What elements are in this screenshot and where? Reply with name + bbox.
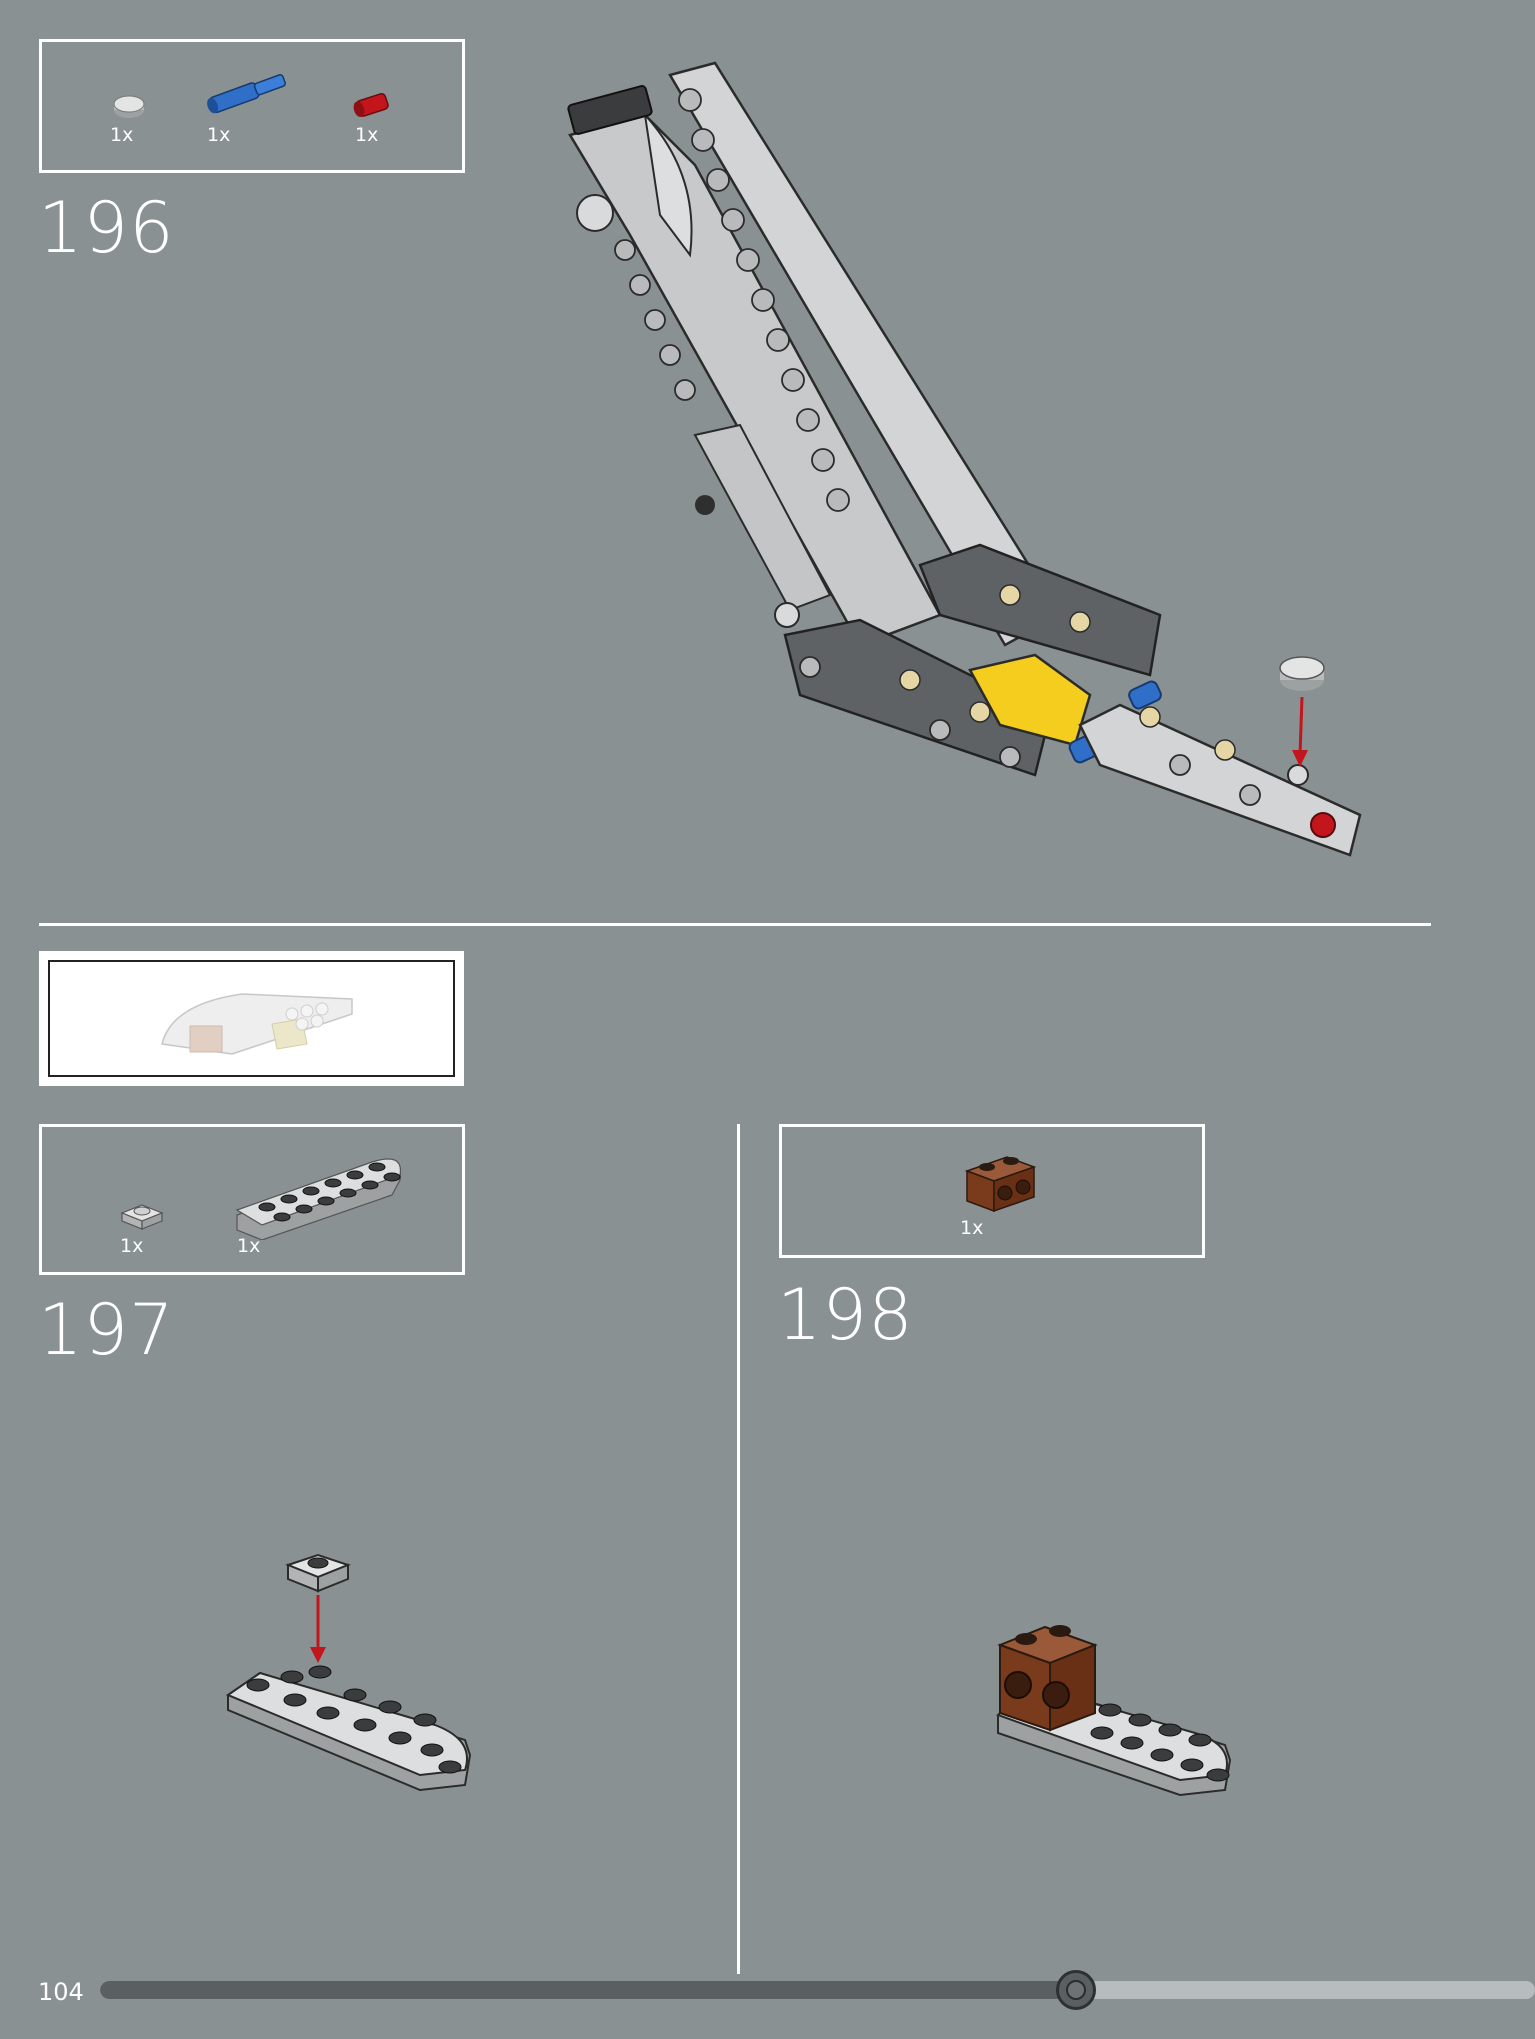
- part-qty: 1x: [960, 1217, 984, 1239]
- step-number-197: 197: [38, 1289, 175, 1371]
- step-198-parts-box: 1x: [779, 1124, 1205, 1258]
- callout-frame: [48, 960, 455, 1077]
- part-qty: 1x: [207, 124, 231, 146]
- step-197-model-illustration: [225, 1553, 472, 1792]
- step-198-model-illustration: [996, 1625, 1232, 1797]
- part-qty: 1x: [237, 1235, 261, 1257]
- round-tile-icon: [113, 95, 145, 118]
- red-axle-pin-icon: [353, 92, 389, 118]
- progress-bar: [100, 1981, 1535, 1999]
- progress-fill: [100, 1981, 1076, 1999]
- step-196-parts-box: 1x 1x 1x: [39, 39, 465, 173]
- page-number: 104: [38, 1978, 84, 2006]
- column-divider: [737, 1124, 740, 1974]
- step-196-model-illustration: [567, 61, 1362, 857]
- section-divider: [39, 923, 1431, 926]
- submodel-callout: [39, 951, 464, 1086]
- part-qty: 1x: [355, 124, 379, 146]
- step-number-196: 196: [38, 187, 175, 269]
- progress-knob: [1056, 1970, 1096, 2010]
- blue-axle-pin-icon: [207, 74, 286, 114]
- part-qty: 1x: [110, 124, 134, 146]
- step-number-198: 198: [777, 1274, 914, 1356]
- part-qty: 1x: [120, 1235, 144, 1257]
- step-197-parts-box: 1x 1x: [39, 1124, 465, 1275]
- submodel-preview-illustration: [161, 993, 353, 1055]
- wedge-plate-icon: [235, 1158, 402, 1240]
- technic-brick-icon: [964, 1156, 1037, 1213]
- plate-1x1-icon: [120, 1204, 164, 1230]
